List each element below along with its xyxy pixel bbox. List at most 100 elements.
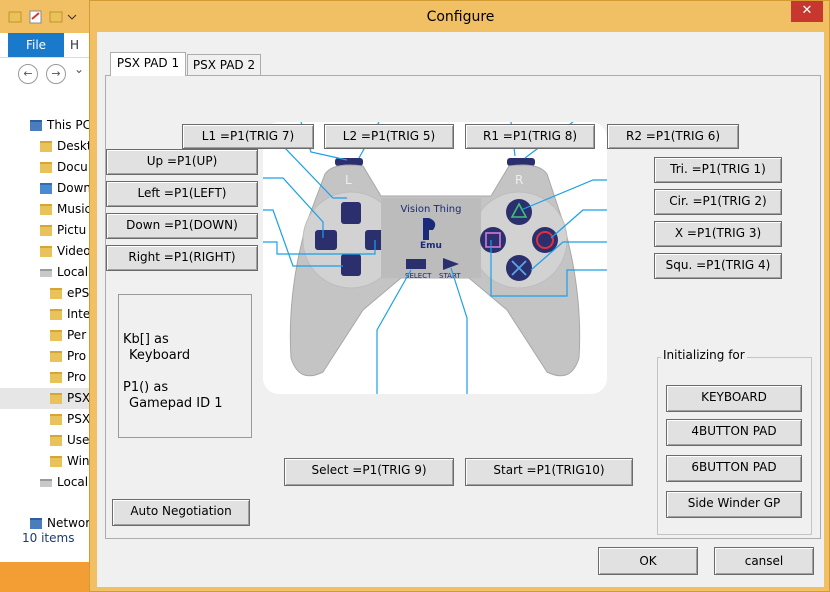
initializing-group-title: Initializing for: [661, 348, 747, 362]
tree-item-folder[interactable]: PSX: [0, 409, 140, 430]
start-button-icon: [443, 258, 459, 270]
dpad-up-icon: [341, 202, 361, 224]
l1-shoulder-icon: [335, 158, 363, 166]
triangle-button-icon: [506, 199, 532, 225]
down-mapping-button[interactable]: Down =P1(DOWN): [106, 213, 258, 239]
close-icon[interactable]: ✕: [791, 1, 823, 22]
tree-item-folder[interactable]: ePS: [0, 283, 140, 304]
tree-item-label: Use: [67, 433, 90, 447]
up-mapping-button[interactable]: Up =P1(UP): [106, 149, 258, 175]
triangle-mapping-button[interactable]: Tri. =P1(TRIG 1): [654, 157, 782, 183]
cancel-button[interactable]: cansel: [714, 547, 814, 575]
square-mapping-button[interactable]: Squ. =P1(TRIG 4): [654, 253, 782, 279]
navigation-pane: This PC Deskt Docu Down Music Pictu Vide…: [0, 115, 140, 535]
tree-item-label: Pictu: [57, 223, 87, 237]
tree-item-label: Win: [67, 454, 90, 468]
r1-shoulder-icon: [507, 158, 535, 166]
tree-item-pictures[interactable]: Pictu: [0, 220, 130, 241]
tree-item-label: Deskt: [57, 139, 92, 153]
auto-negotiation-button[interactable]: Auto Negotiation: [112, 499, 250, 526]
folder-icon: [40, 246, 52, 257]
cross-mapping-button[interactable]: X =P1(TRIG 3): [654, 221, 782, 247]
folder-icon: [50, 456, 62, 467]
tree-item-folder[interactable]: Inte: [0, 304, 140, 325]
history-dropdown-icon[interactable]: ⌄: [74, 62, 85, 76]
4button-pad-button[interactable]: 4BUTTON PAD: [666, 419, 802, 446]
explorer-title-bar: [0, 0, 90, 33]
quick-access-toolbar: [8, 10, 77, 24]
tree-item-folder[interactable]: Per: [0, 325, 140, 346]
tree-item-label: Inte: [67, 307, 91, 321]
dpad-left-icon: [315, 230, 337, 250]
forward-arrow-icon[interactable]: →: [46, 64, 66, 84]
center-panel: [381, 198, 481, 278]
tree-item-label: Down: [57, 181, 92, 195]
folder-icon: [40, 162, 52, 173]
tab-psx-pad-1[interactable]: PSX PAD 1: [110, 52, 186, 76]
folder-icon: [40, 141, 52, 152]
tree-item-network[interactable]: Networ: [0, 513, 120, 534]
tree-item-downloads[interactable]: Down: [0, 178, 130, 199]
square-symbol-icon: [485, 232, 501, 248]
folder-icon: [50, 414, 62, 425]
tree-item-music[interactable]: Music: [0, 199, 130, 220]
right-mapping-button[interactable]: Right =P1(RIGHT): [106, 245, 258, 271]
keyboard-button[interactable]: KEYBOARD: [666, 385, 802, 412]
6button-pad-button[interactable]: 6BUTTON PAD: [666, 455, 802, 482]
select-text: SELECT: [405, 272, 432, 280]
l1-mapping-button[interactable]: L1 =P1(TRIG 7): [182, 124, 314, 149]
taskbar-strip: [0, 562, 90, 592]
tree-item-desktop[interactable]: Deskt: [0, 136, 130, 157]
folder-icon: [50, 309, 62, 320]
start-text: START: [439, 272, 461, 280]
tree-item-documents[interactable]: Docu: [0, 157, 130, 178]
folder-icon: [50, 288, 62, 299]
home-tab[interactable]: H: [70, 38, 80, 52]
ok-button[interactable]: OK: [598, 547, 698, 575]
tree-item-label: Local: [57, 475, 89, 489]
network-icon: [30, 518, 42, 529]
start-mapping-button[interactable]: Start =P1(TRIG10): [465, 458, 633, 486]
drive-icon: [40, 268, 52, 277]
tree-item-folder[interactable]: Win: [0, 451, 140, 472]
configure-dialog: Configure ✕ PSX PAD 1 PSX PAD 2 L R: [89, 0, 830, 592]
tree-item-label: Per: [67, 328, 87, 342]
controller-image: L R Vision Thing Emu SELECT START: [263, 122, 607, 394]
select-mapping-button[interactable]: Select =P1(TRIG 9): [284, 458, 454, 486]
back-arrow-icon[interactable]: ←: [18, 64, 38, 84]
left-mapping-button[interactable]: Left =P1(LEFT): [106, 181, 258, 207]
dpad-down-icon: [341, 254, 361, 276]
tree-item-this-pc[interactable]: This PC: [0, 115, 120, 136]
l2-mapping-button[interactable]: L2 =P1(TRIG 5): [324, 124, 454, 149]
tree-item-label: Music: [57, 202, 92, 216]
triangle-symbol-icon: [510, 202, 528, 218]
tree-item-folder[interactable]: Use: [0, 430, 140, 451]
side-winder-gp-button[interactable]: Side Winder GP: [666, 491, 802, 518]
tree-item-folder[interactable]: Pro: [0, 367, 140, 388]
download-icon: [40, 183, 52, 194]
folder-icon: [50, 351, 62, 362]
folder-icon: [50, 330, 62, 341]
file-tab[interactable]: File: [8, 33, 64, 57]
playstation-logo-icon: [423, 218, 436, 240]
status-bar-item-count: 10 items: [22, 531, 75, 545]
info-line: Kb[] as: [123, 332, 169, 347]
tree-item-folder[interactable]: Pro: [0, 346, 140, 367]
tab-psx-pad-2[interactable]: PSX PAD 2: [187, 54, 261, 76]
tree-item-label: Pro: [67, 349, 87, 363]
r-letter: R: [515, 173, 523, 187]
folder-icon: [50, 435, 62, 446]
tree-item-label: PSX: [67, 412, 91, 426]
tree-item-videos[interactable]: Video: [0, 241, 130, 262]
tree-item-label: Networ: [47, 516, 91, 530]
tree-item-local-disk[interactable]: Local: [0, 262, 130, 283]
r2-mapping-button[interactable]: R2 =P1(TRIG 6): [607, 124, 739, 149]
tree-item-label: PSX: [67, 391, 91, 405]
tree-item-label: Local: [57, 265, 89, 279]
connector-lines: [263, 122, 607, 394]
r1-mapping-button[interactable]: R1 =P1(TRIG 8): [465, 124, 595, 149]
info-line: Keyboard: [129, 348, 191, 363]
tree-item-local-disk[interactable]: Local: [0, 472, 130, 493]
circle-mapping-button[interactable]: Cir. =P1(TRIG 2): [654, 189, 782, 215]
brand-emu-text: Emu: [420, 241, 442, 251]
